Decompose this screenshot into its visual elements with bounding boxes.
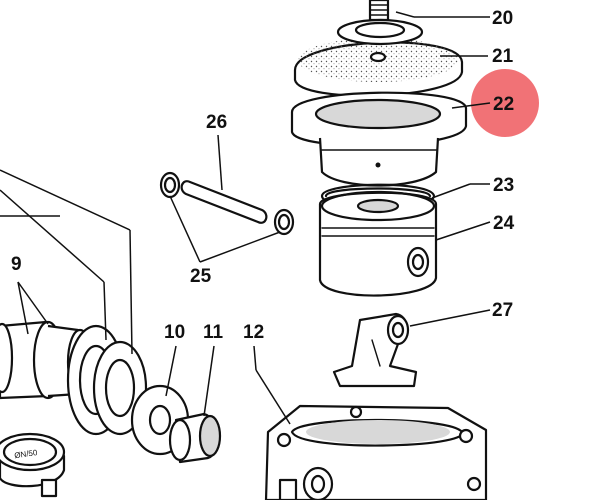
part-21-diaphragm-plate[interactable] bbox=[293, 18, 464, 97]
callout-22[interactable]: 22 bbox=[493, 94, 514, 115]
part-12-housing[interactable] bbox=[264, 404, 488, 500]
part-25-circlips[interactable] bbox=[159, 171, 295, 236]
part-20-stud[interactable] bbox=[368, 0, 390, 22]
part-22-flange-ring[interactable] bbox=[290, 91, 468, 187]
oil-filler-cap[interactable]: ØN/50 bbox=[0, 432, 66, 498]
callout-11[interactable]: 11 bbox=[203, 322, 224, 343]
callout-21[interactable]: 21 bbox=[492, 46, 514, 67]
callout-27[interactable]: 27 bbox=[492, 300, 513, 321]
callout-22-highlight[interactable] bbox=[471, 69, 539, 137]
callout-26[interactable]: 26 bbox=[206, 112, 227, 133]
callout-9[interactable]: 9 bbox=[11, 254, 22, 275]
part-24-piston[interactable] bbox=[318, 190, 438, 297]
callout-24[interactable]: 24 bbox=[493, 213, 515, 234]
part-11-bushing[interactable] bbox=[168, 412, 222, 464]
part-27-bracket[interactable] bbox=[332, 312, 418, 388]
callout-20[interactable]: 20 bbox=[492, 8, 513, 29]
leader-lines bbox=[0, 11, 491, 425]
callout-10[interactable]: 10 bbox=[164, 322, 185, 343]
oil-cap-text: ØN/50 bbox=[14, 448, 39, 460]
callout-25[interactable]: 25 bbox=[190, 266, 212, 287]
callout-23[interactable]: 23 bbox=[493, 175, 514, 196]
callout-12[interactable]: 12 bbox=[243, 322, 264, 343]
part-26-pin[interactable] bbox=[180, 180, 268, 224]
callout-labels: 20 21 22 23 24 25 26 27 9 10 11 12 bbox=[11, 8, 515, 343]
